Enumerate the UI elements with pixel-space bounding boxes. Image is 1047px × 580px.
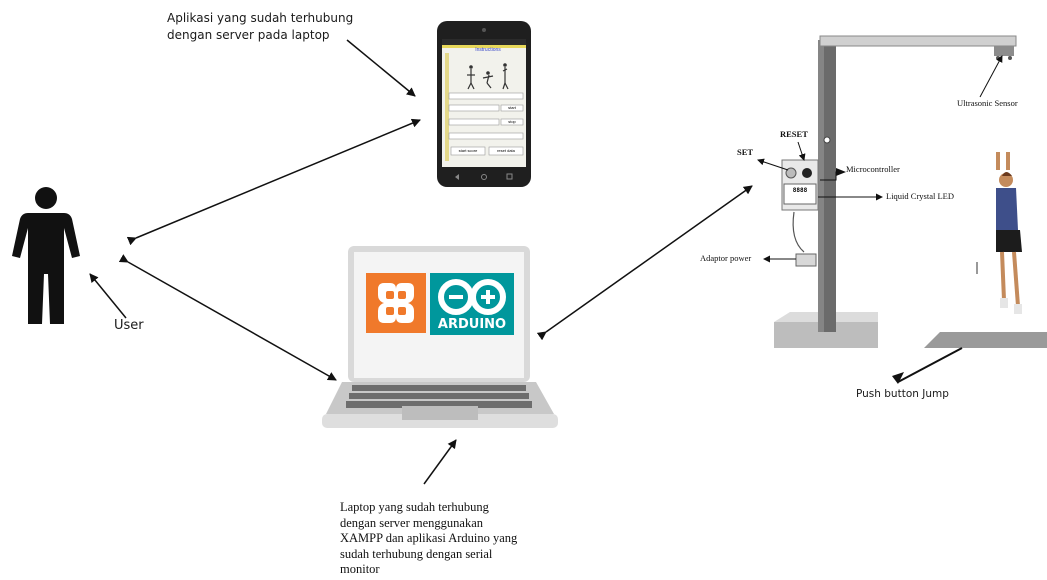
arrow-set xyxy=(757,158,789,171)
arrow-userlabel-to-user xyxy=(89,273,127,319)
phone-right-button[interactable]: reset data xyxy=(497,148,515,153)
laptop-caption-line-1: Laptop yang sudah terhubung xyxy=(340,500,489,514)
laptop-caption-line-4: sudah terhubung dengan serial xyxy=(340,546,493,561)
lcd-display: 8888 xyxy=(792,187,808,194)
set-label: SET xyxy=(737,147,754,157)
laptop-caption-line-3: XAMPP dan aplikasi Arduino yang xyxy=(340,531,518,545)
arrow-user-phone xyxy=(126,118,421,246)
user-icon xyxy=(10,186,82,326)
arduino-logo-text: ARDUINO xyxy=(437,317,507,332)
laptop-caption-line-5: monitor xyxy=(340,562,380,576)
reset-label: RESET xyxy=(780,129,808,139)
user-label: User xyxy=(114,318,144,333)
phone-title: Instructions xyxy=(475,47,501,53)
arrow-user-laptop xyxy=(118,254,337,381)
arrow-laptop-device xyxy=(536,185,753,341)
jump-apparatus: 8888 xyxy=(760,30,1047,360)
arrow-ultrasonic xyxy=(979,55,1003,98)
arrow-caption-to-laptop xyxy=(423,439,457,485)
phone-start-button[interactable]: start xyxy=(508,105,516,110)
laptop-caption: Laptop yang sudah terhubung dengan serve… xyxy=(340,500,517,578)
laptop: ARDUINO xyxy=(322,244,558,434)
ultrasonic-sensor-label: Ultrasonic Sensor xyxy=(957,98,1018,108)
app-caption-line-2: dengan server pada laptop xyxy=(167,28,330,42)
app-caption: Aplikasi yang sudah terhubung dengan ser… xyxy=(167,10,353,44)
smartphone: Instructions start stop start score rese… xyxy=(437,21,531,187)
microcontroller-label: Microcontroller xyxy=(846,164,900,174)
arrow-reset xyxy=(797,141,806,161)
phone-left-button[interactable]: start score xyxy=(458,148,478,153)
push-button-label: Push button Jump xyxy=(856,388,949,400)
lcd-label: Liquid Crystal LED xyxy=(886,191,954,201)
adaptor-power-label: Adaptor power xyxy=(700,253,752,263)
laptop-caption-line-2: dengan server menggunakan xyxy=(340,515,483,530)
phone-stop-button[interactable]: stop xyxy=(508,119,516,124)
xampp-logo xyxy=(366,273,426,333)
app-caption-line-1: Aplikasi yang sudah terhubung xyxy=(167,11,354,25)
arrow-pushbutton xyxy=(897,347,963,383)
arduino-logo: ARDUINO xyxy=(430,273,514,335)
arrow-caption-to-phone xyxy=(346,39,416,97)
